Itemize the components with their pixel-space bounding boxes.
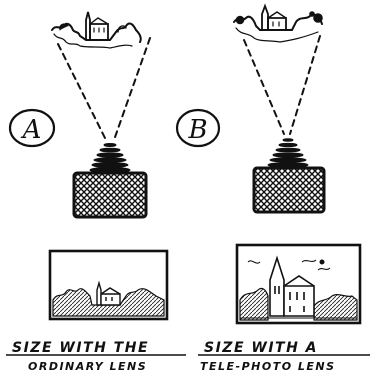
label-b-letter: B [187, 115, 207, 145]
camera-a-body [74, 173, 146, 217]
label-b-circle: B [177, 110, 219, 146]
panel-a: A SIZE WITH THE ORDINARY LENS [6, 12, 186, 373]
lens-a-ordinary [90, 144, 130, 173]
caption-a-line1: SIZE WITH THE [12, 340, 149, 356]
label-a-circle: A [10, 110, 54, 146]
scene-a-distant-village [52, 12, 141, 48]
lens-b-telephoto [268, 139, 308, 168]
caption-a-line2: ORDINARY LENS [28, 360, 147, 373]
result-frame-a [50, 251, 167, 319]
scene-b-distant-village [234, 6, 322, 42]
view-lines-a [58, 38, 150, 140]
result-frame-b [237, 245, 360, 323]
caption-b-line1: SIZE WITH A [204, 340, 318, 356]
panel-b: B SIZE WITH A TELE-PHOTO LENS [177, 6, 370, 373]
view-lines-b [244, 36, 320, 134]
caption-b-line2: TELE-PHOTO LENS [200, 360, 336, 373]
label-a-letter: A [21, 115, 42, 145]
camera-b-body [254, 168, 324, 212]
